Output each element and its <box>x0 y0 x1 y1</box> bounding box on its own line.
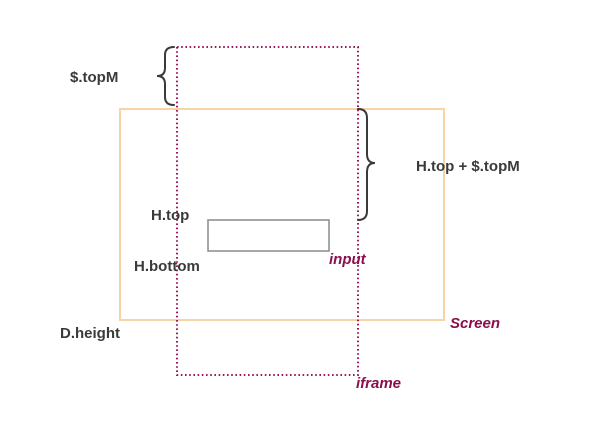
screen-box <box>119 108 445 321</box>
label-screen: Screen <box>450 315 500 332</box>
input-box <box>207 219 330 252</box>
brace-top-m <box>156 46 175 106</box>
brace-h-top-plus-top-m <box>357 108 376 221</box>
label-input: input <box>329 251 367 268</box>
label-h-bottom: H.bottom <box>134 258 200 275</box>
label-h-top: H.top <box>151 207 189 224</box>
label-iframe: iframe <box>356 375 401 392</box>
label-top-m: $.topM <box>70 69 118 86</box>
label-h-top-plus-top-m: H.top + $.topM <box>416 158 520 175</box>
iframe-box <box>176 46 359 376</box>
label-d-height: D.height <box>60 325 120 342</box>
